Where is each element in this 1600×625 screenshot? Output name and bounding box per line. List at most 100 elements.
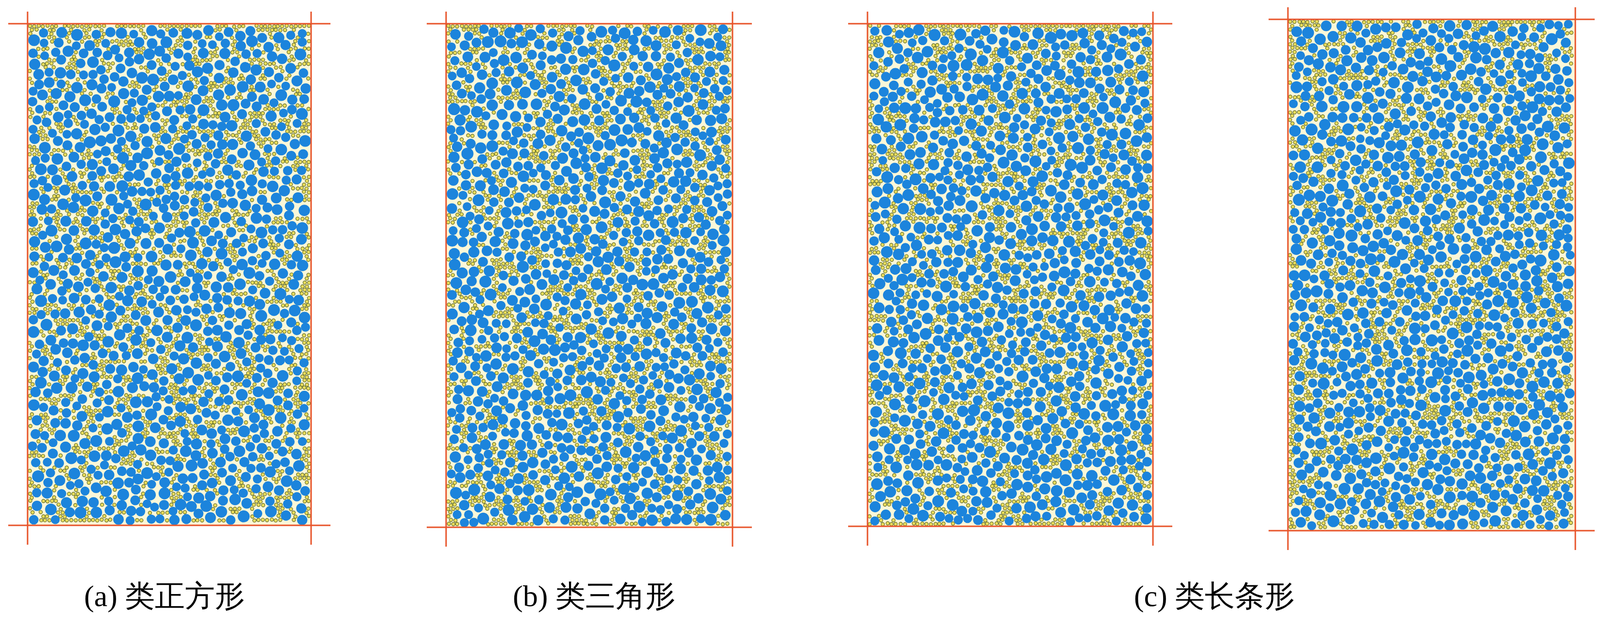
small-particle [47, 239, 52, 243]
small-particle [193, 46, 197, 51]
small-particle [197, 250, 202, 255]
small-particle [44, 276, 48, 281]
small-particle [117, 397, 121, 402]
small-particle [130, 42, 135, 46]
small-particle [169, 254, 174, 258]
small-particle [265, 224, 269, 228]
small-particle [169, 51, 173, 55]
small-particle [232, 356, 237, 360]
small-particle [239, 382, 243, 387]
small-particle [267, 175, 271, 179]
small-particle [270, 329, 274, 333]
small-particle [254, 167, 258, 172]
small-particle [43, 111, 47, 115]
small-particle [54, 100, 58, 104]
small-particle [63, 378, 67, 382]
small-particle [151, 232, 156, 236]
small-particle [288, 371, 293, 375]
small-particle [167, 348, 171, 352]
small-particle [292, 420, 296, 424]
small-particle [294, 393, 298, 398]
small-particle [30, 261, 35, 266]
large-particle [48, 438, 58, 448]
small-particle [228, 273, 233, 278]
small-particle [30, 510, 35, 515]
small-particle [226, 80, 231, 85]
small-particle [274, 495, 279, 500]
small-particle [305, 337, 309, 342]
small-particle [100, 344, 104, 349]
small-particle [125, 314, 130, 318]
small-particle [139, 344, 144, 349]
small-particle [280, 423, 285, 428]
small-particle [274, 65, 278, 70]
small-particle [128, 273, 133, 277]
small-particle [302, 371, 307, 375]
small-particle [58, 416, 62, 420]
small-particle [280, 469, 285, 474]
large-particle [280, 510, 291, 521]
small-particle [182, 224, 186, 228]
small-particle [306, 62, 311, 66]
small-particle [274, 389, 278, 394]
small-particle [28, 107, 32, 111]
small-particle [176, 167, 180, 172]
small-particle [61, 374, 65, 379]
small-particle [75, 318, 80, 322]
large-particle [65, 452, 78, 465]
small-particle [141, 416, 145, 420]
small-particle [195, 58, 199, 62]
small-particle [134, 261, 139, 266]
small-particle [97, 39, 101, 43]
small-particle [163, 356, 167, 360]
large-particle [197, 85, 209, 96]
large-particle [149, 211, 158, 221]
small-particle [60, 125, 65, 130]
small-particle [197, 61, 202, 66]
small-particle [32, 205, 36, 210]
small-particle [265, 344, 270, 349]
small-particle [87, 156, 91, 160]
small-particle [298, 129, 302, 134]
small-particle [89, 446, 93, 450]
small-particle [113, 178, 117, 182]
small-particle [261, 472, 265, 477]
small-particle [182, 382, 187, 387]
small-particle [172, 212, 176, 217]
small-particle [269, 518, 274, 522]
small-particle [298, 476, 302, 480]
small-particle [60, 510, 65, 515]
small-particle [300, 125, 304, 130]
small-particle [274, 449, 278, 454]
large-particle [283, 165, 293, 176]
small-particle [139, 50, 143, 55]
small-particle [45, 303, 50, 307]
small-particle [180, 62, 185, 66]
small-particle [278, 28, 283, 32]
small-particle [260, 495, 265, 500]
small-particle [235, 164, 239, 168]
small-particle [184, 265, 189, 270]
small-particle [91, 103, 96, 107]
small-particle [59, 453, 63, 458]
small-particle [252, 134, 256, 138]
small-particle [133, 182, 137, 187]
small-particle [32, 175, 36, 179]
small-particle [84, 130, 89, 134]
small-particle [215, 114, 220, 119]
small-particle [200, 337, 205, 341]
small-particle [123, 24, 128, 28]
small-particle [84, 24, 89, 28]
small-particle [163, 130, 167, 134]
large-particle [191, 307, 201, 317]
small-particle [128, 408, 132, 412]
small-particle [63, 175, 67, 180]
small-particle [118, 111, 122, 115]
small-particle [164, 232, 169, 236]
small-particle [211, 386, 215, 390]
small-particle [243, 344, 248, 349]
small-particle [134, 322, 139, 326]
small-particle [87, 518, 91, 523]
small-particle [284, 257, 289, 262]
small-particle [163, 325, 167, 329]
